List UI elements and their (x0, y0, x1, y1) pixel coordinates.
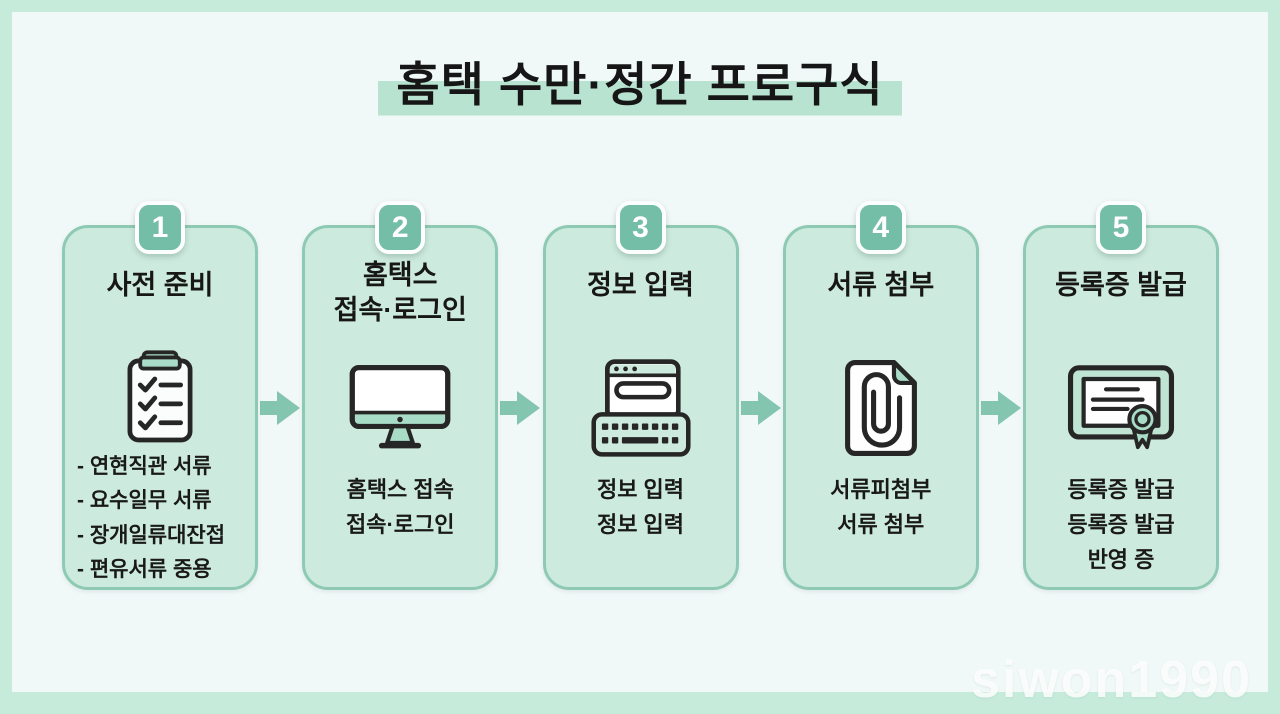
step-number-badge: 2 (375, 201, 426, 254)
detail-line: 등록증 발급 (1067, 477, 1175, 502)
detail-line: 서류피첨부 (830, 477, 932, 502)
detail-line: 정보 입력 (596, 512, 685, 538)
step-details: 홈택스 접속 접속·로그인 (346, 472, 455, 542)
step-title: 정보 입력 (587, 270, 694, 300)
checklist-clipboard-icon (117, 345, 203, 448)
step-title: 홈택스 접속·로그인 (333, 260, 467, 326)
paperclip-document-icon (840, 352, 922, 464)
flow-arrow-icon (498, 225, 542, 590)
detail-line: 반영 증 (1087, 547, 1155, 573)
step-number-badge: 4 (855, 201, 906, 254)
detail-line: 등록증 발급 (1067, 512, 1175, 538)
browser-keyboard-icon (586, 352, 696, 464)
step-card-2: 2 홈택스 접속·로그인 홈택스 접속 접속·로그인 (302, 201, 499, 590)
process-steps-row: 1 사전 준비 - 연현직관 서류 - 요수일무 서류 - 장개일류대잔접 - … (62, 201, 1219, 590)
step-number: 1 (151, 210, 169, 244)
certificate-icon (1064, 352, 1178, 464)
step-number: 5 (1112, 210, 1130, 244)
page-title: 홈택 수만·정간 프로구식 (0, 52, 1280, 118)
step-details: 등록증 발급 등록증 발급 반영 증 (1067, 472, 1174, 578)
flow-arrow-icon (739, 225, 783, 590)
step-number-badge: 5 (1096, 201, 1146, 254)
step-card-3: 3 정보 입력 (542, 201, 739, 590)
step-number-badge: 3 (615, 201, 666, 254)
flow-arrow-icon (979, 225, 1023, 590)
step-details: 정보 입력 정보 입력 (597, 472, 684, 542)
page-title-text: 홈택 수만·정간 프로구식 (378, 52, 902, 118)
step-card-5: 5 등록증 발급 등록증 발급 등록증 발급 반영 증 (1023, 201, 1219, 590)
step-number: 3 (632, 210, 649, 244)
detail-line: 정보 입력 (596, 477, 685, 502)
step-number-badge: 1 (135, 201, 185, 254)
watermark-text: siwon1990 (970, 651, 1252, 709)
step-details: 서류피첨부 서류 첨부 (830, 472, 931, 542)
detail-line: - 요수일무 서류 (77, 489, 212, 513)
step-title: 등록증 발급 (1055, 270, 1187, 300)
detail-line: - 연현직관 서류 (77, 455, 212, 479)
detail-line: 접속·로그인 (345, 512, 455, 538)
monitor-icon (344, 352, 456, 464)
flow-arrow-icon (258, 225, 302, 590)
step-number: 2 (391, 210, 409, 244)
step-number: 4 (872, 210, 890, 244)
step-title: 사전 준비 (106, 270, 214, 300)
detail-line: 홈택스 접속 (346, 477, 454, 502)
step-card-4: 4 서류 첨부 서류피첨부 서류 첨부 (782, 201, 979, 590)
detail-line: 서류 첨부 (837, 512, 925, 538)
detail-line: - 장개일류대잔접 (77, 523, 226, 547)
detail-line: - 편유서류 중용 (77, 557, 212, 581)
step-details: - 연현직관 서류 - 요수일무 서류 - 장개일류대잔접 - 편유서류 중용 (65, 450, 225, 587)
step-card-1: 1 사전 준비 - 연현직관 서류 - 요수일무 서류 - 장개일류대잔접 - … (62, 201, 258, 590)
step-title: 서류 첨부 (827, 270, 935, 300)
